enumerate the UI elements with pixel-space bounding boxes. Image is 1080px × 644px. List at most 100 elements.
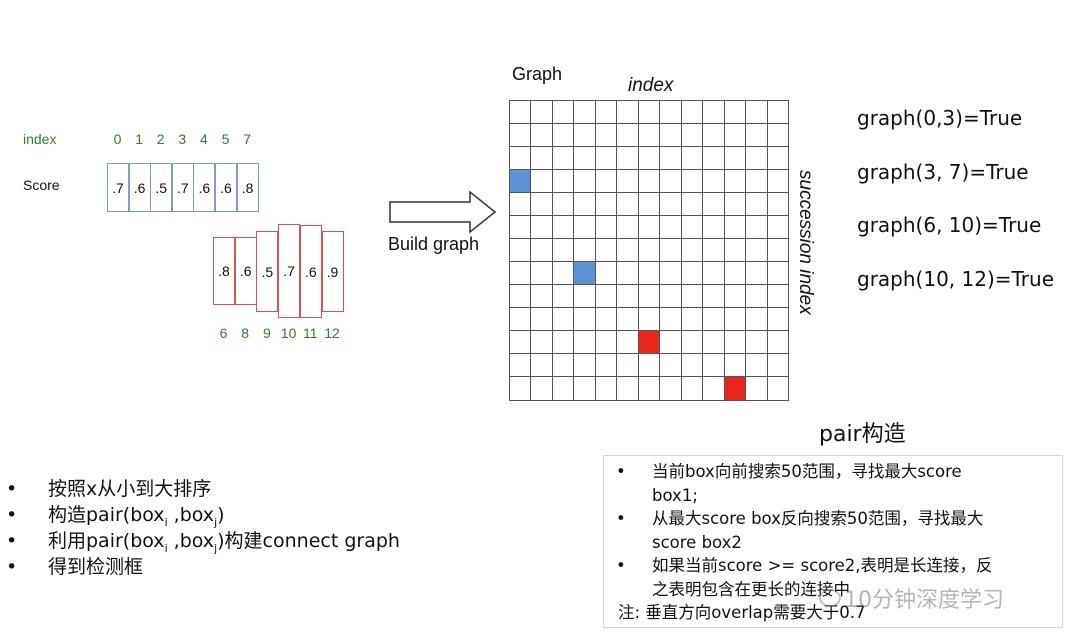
graph-cell: [659, 192, 683, 217]
graph-cell: [594, 238, 618, 263]
red-score-box: .6: [299, 225, 322, 318]
step-text: 得到检测框: [48, 556, 144, 578]
graph-cell: [509, 192, 532, 217]
graph-cell: [551, 353, 575, 378]
graph-cell: [723, 261, 747, 286]
graph-cell: [573, 238, 597, 263]
graph-cell: [745, 100, 769, 125]
step-text: 按照x从小到大排序: [48, 478, 212, 500]
graph-cell: [573, 307, 597, 332]
step-text: ,box: [167, 530, 215, 552]
graph-cell: [594, 215, 618, 240]
graph-cell: [637, 284, 661, 309]
bullet: •: [6, 556, 18, 578]
graph-cell: [616, 100, 640, 125]
graph-cell: [509, 307, 532, 332]
blue-score-box: .7: [171, 163, 194, 212]
graph-cell: [551, 123, 575, 148]
graph-cell: [680, 307, 704, 332]
red-index: 12: [324, 325, 340, 341]
graph-cell: [637, 307, 661, 332]
graph-cell: [551, 261, 575, 286]
step-text: i: [164, 541, 168, 555]
graph-cell: [723, 123, 747, 148]
bullet: •: [6, 530, 18, 552]
note-line: 如果当前score >= score2,表明是长连接，反: [652, 556, 993, 575]
graph-cell: [573, 169, 597, 194]
graph-cell: [680, 192, 704, 217]
graph-cell: [616, 284, 640, 309]
graph-cell: [723, 238, 747, 263]
graph-cell: [616, 169, 640, 194]
graph-cell: [616, 376, 640, 401]
graph-cell: [509, 215, 532, 240]
graph-cell: [745, 376, 769, 401]
graph-cell: [594, 123, 618, 148]
blue-score-box: .8: [236, 163, 259, 212]
graph-cell: [573, 100, 597, 125]
red-index: 9: [262, 325, 271, 341]
graph-cell: [637, 100, 661, 125]
note-line: box1;: [652, 485, 698, 505]
red-score-box: .5: [256, 231, 279, 312]
graph-cell: [766, 330, 790, 355]
graph-cell: [616, 146, 640, 171]
graph-cell: [551, 215, 575, 240]
graph-cell: [745, 307, 769, 332]
graph-cell: [551, 330, 575, 355]
watermark-text: 10分钟深度学习: [844, 588, 1004, 613]
graph-cell: [594, 330, 618, 355]
graph-cell: [680, 238, 704, 263]
graph-cell-filled: [509, 169, 532, 194]
graph-cell: [573, 123, 597, 148]
graph-cell: [745, 215, 769, 240]
wechat-icon: [819, 589, 841, 607]
graph-cell: [530, 169, 554, 194]
graph-cell: [637, 123, 661, 148]
graph-x-label: index: [628, 75, 674, 96]
graph-cell: [551, 100, 575, 125]
graph-cell: [702, 330, 726, 355]
graph-cell: [594, 376, 618, 401]
graph-cell: [702, 376, 726, 401]
graph-cell: [702, 169, 726, 194]
pair-title: pair构造: [819, 422, 906, 447]
graph-cell: [680, 169, 704, 194]
graph-y-label-wrap: succession index: [788, 170, 818, 330]
score-label: Score: [23, 177, 60, 193]
graph-cell: [680, 330, 704, 355]
graph-cell: [616, 330, 640, 355]
graph-cell: [745, 284, 769, 309]
graph-cell: [573, 376, 597, 401]
graph-cell: [616, 123, 640, 148]
graph-cell: [530, 238, 554, 263]
graph-cell: [530, 192, 554, 217]
red-score-box: .6: [234, 237, 257, 305]
graph-cell: [766, 284, 790, 309]
graph-cell: [659, 284, 683, 309]
graph-title: Graph: [512, 64, 563, 84]
graph-cell: [509, 330, 532, 355]
note-line: 当前box向前搜索50范围，寻找最大score: [652, 462, 962, 481]
graph-cell: [509, 376, 532, 401]
graph-cell: [509, 353, 532, 378]
graph-cell: [745, 146, 769, 171]
graph-cell: [702, 284, 726, 309]
graph-cell: [509, 123, 532, 148]
note-line: 从最大score box反向搜索50范围，寻找最大: [652, 509, 984, 528]
graph-cell: [745, 123, 769, 148]
graph-cell: [766, 215, 790, 240]
graph-cell: [509, 100, 532, 125]
graph-cell: [616, 261, 640, 286]
graph-cell: [637, 238, 661, 263]
graph-cell: [573, 146, 597, 171]
step-text: 构造pair(box: [48, 504, 165, 526]
graph-cell-filled: [573, 261, 597, 286]
graph-cell: [702, 123, 726, 148]
graph-cell: [723, 353, 747, 378]
step-text: 利用pair(box: [48, 530, 165, 552]
graph-cell: [766, 353, 790, 378]
graph-cell: [680, 146, 704, 171]
graph-cell: [745, 261, 769, 286]
graph-cell: [509, 284, 532, 309]
